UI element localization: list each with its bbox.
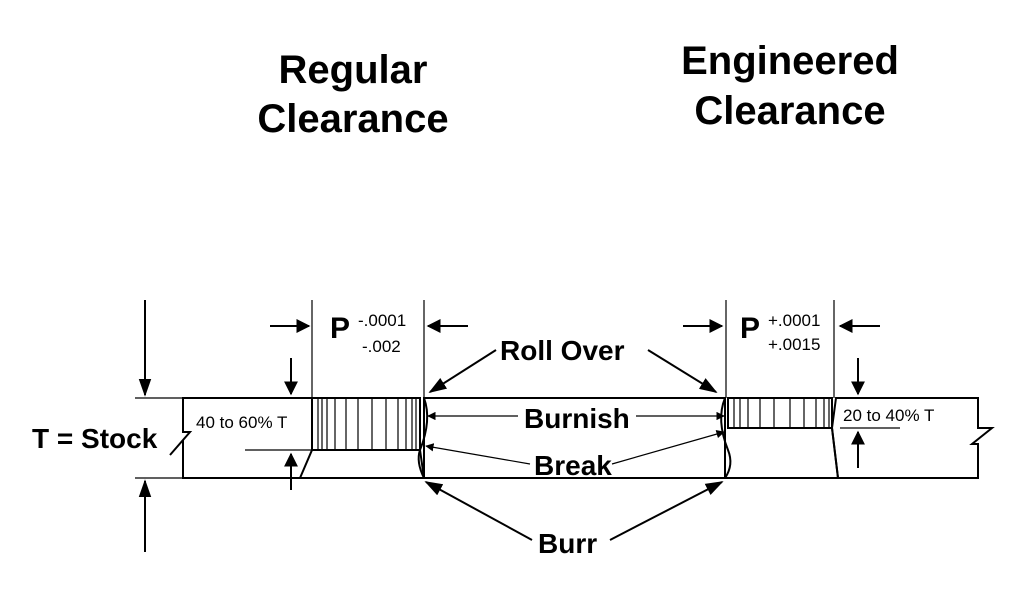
engineered-tol-upper: +.0001 (768, 311, 820, 330)
roll-over-label: Roll Over (500, 335, 625, 366)
regular-tol-upper: -.0001 (358, 311, 406, 330)
regular-burnish-depth-dimension (245, 358, 312, 490)
regular-burnish-zone (311, 397, 421, 451)
stock-label: T = Stock (32, 423, 158, 454)
stock-thickness-dimension (135, 300, 183, 552)
regular-heading-line1: Regular (279, 48, 428, 92)
regular-break-burr (300, 449, 426, 479)
burr-label: Burr (538, 528, 597, 559)
break-arrows (425, 430, 725, 465)
engineered-heading-line1: Engineered (681, 39, 899, 83)
regular-heading-line2: Clearance (257, 97, 448, 141)
engineered-burnish-fraction: 20 to 40% T (843, 406, 934, 425)
engineered-tol-lower: +.0015 (768, 335, 820, 354)
engineered-break-burr (725, 427, 840, 479)
regular-p-label: P (330, 312, 350, 345)
break-label: Break (534, 450, 612, 481)
regular-burnish-fraction: 40 to 60% T (196, 413, 287, 432)
engineered-burnish-depth-dimension (840, 358, 900, 468)
burr-arrows (424, 481, 724, 541)
engineered-punch-dimension (683, 300, 880, 398)
regular-tol-lower: -.002 (362, 337, 401, 356)
roll-over-arrows (428, 349, 718, 393)
engineered-burnish-zone (727, 397, 833, 429)
engineered-heading-line2: Clearance (694, 89, 885, 133)
regular-punch-dimension (270, 300, 468, 398)
engineered-p-label: P (740, 312, 760, 345)
burnish-label: Burnish (524, 403, 630, 434)
